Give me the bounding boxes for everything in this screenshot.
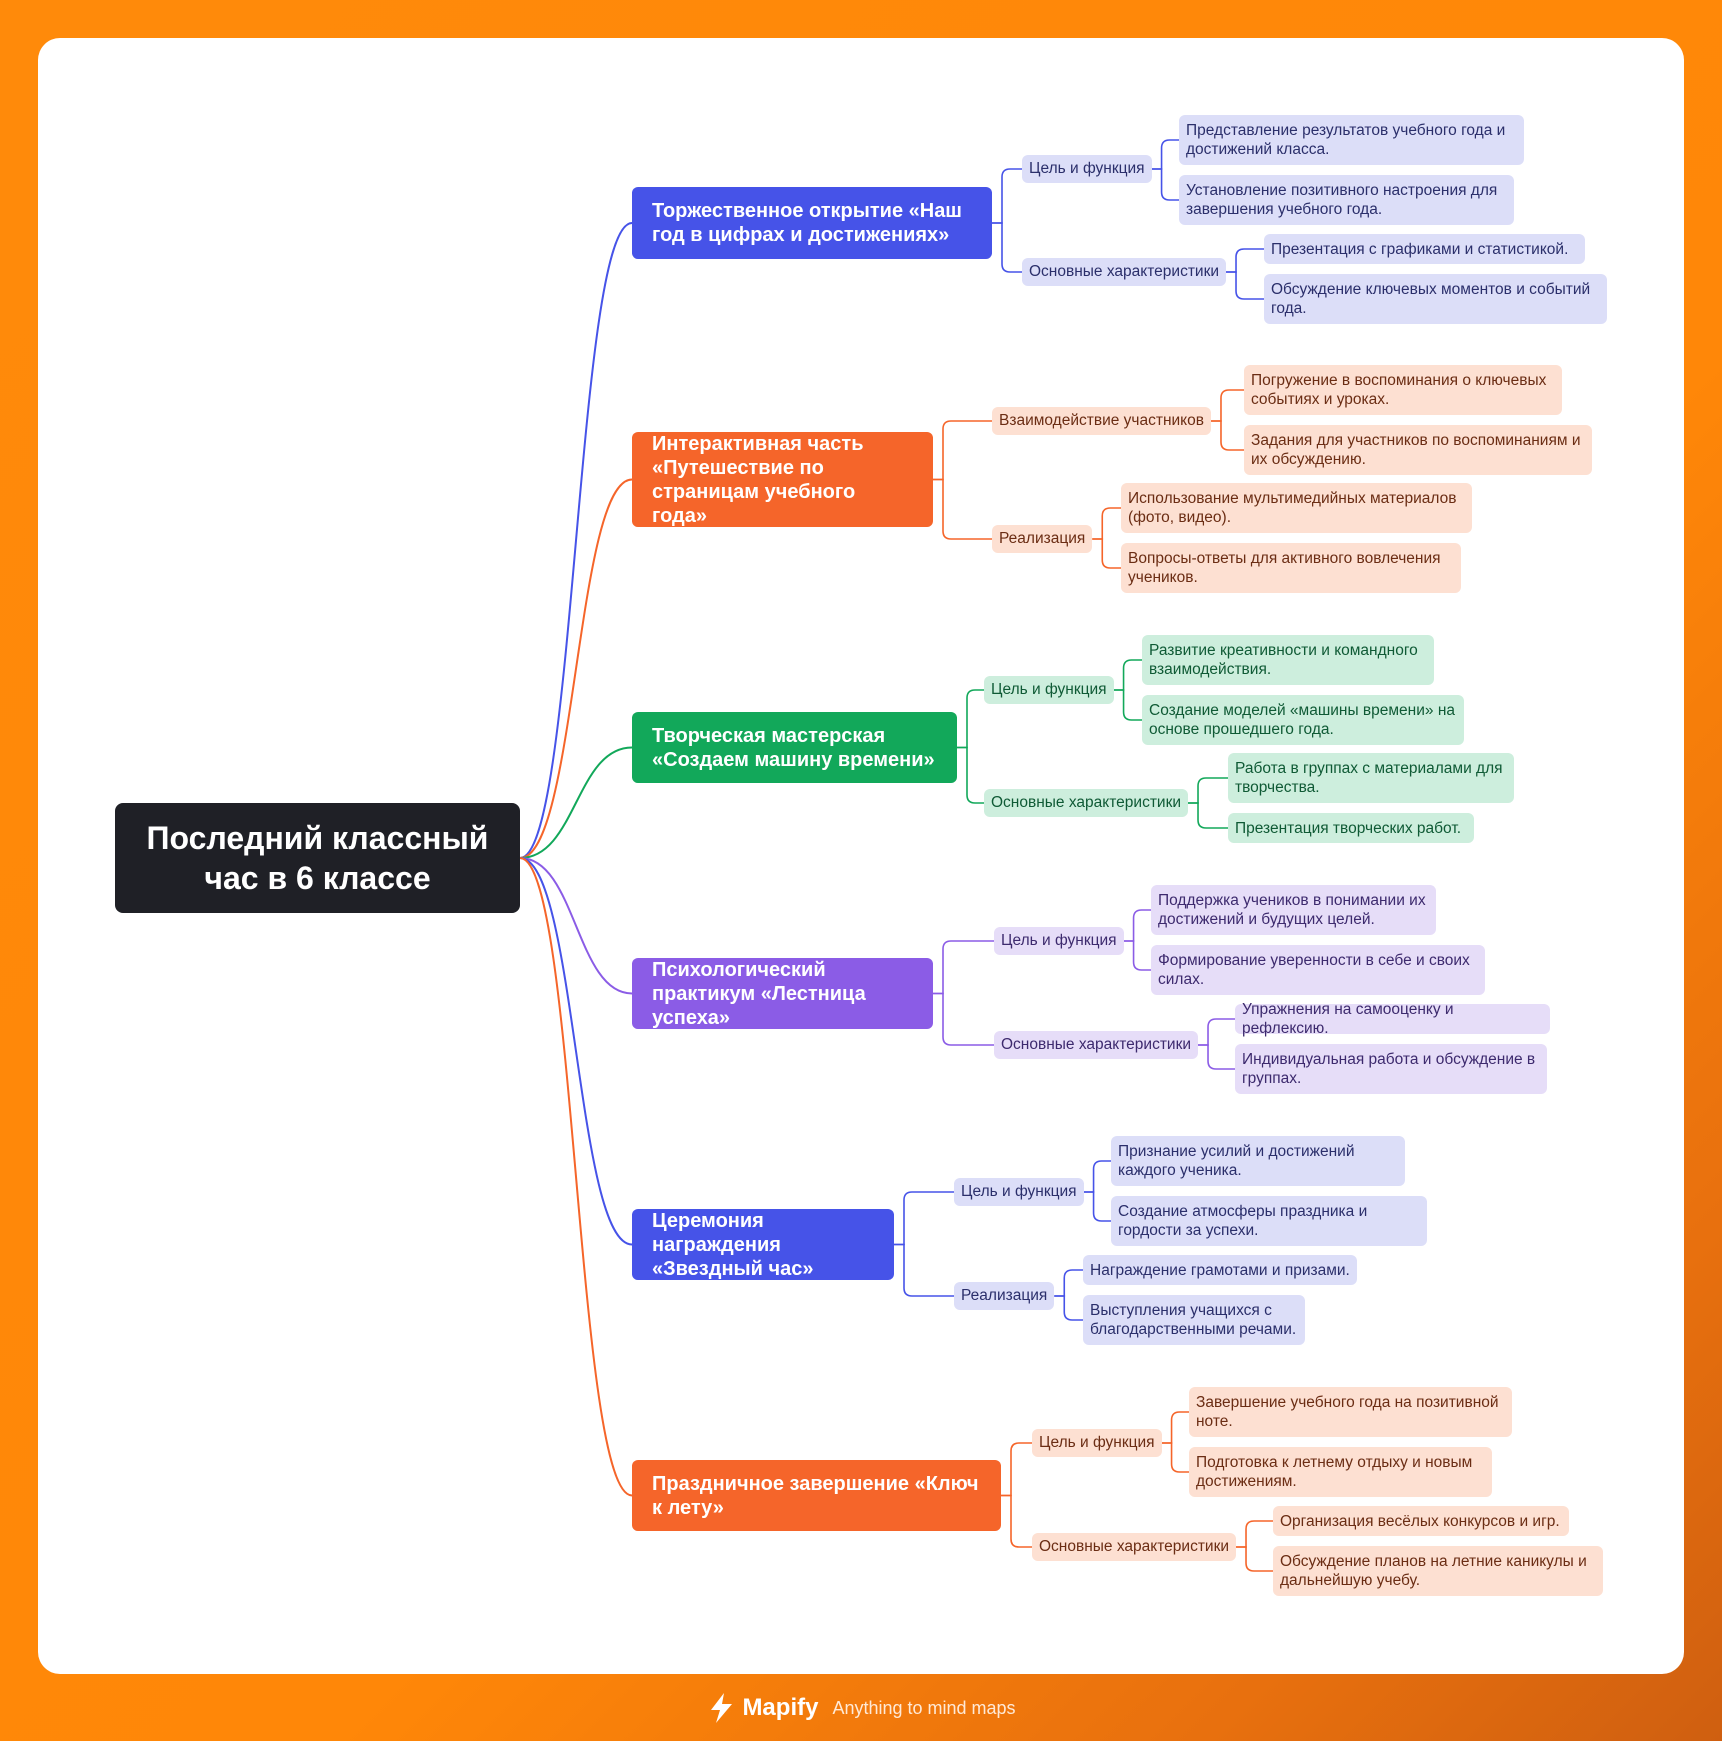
leaf-item[interactable]: Формирование уверенности в себе и своих … — [1151, 945, 1485, 995]
connector-line — [1054, 1269, 1083, 1297]
branch-node-workshop[interactable]: Творческая мастерская «Создаем машину вр… — [632, 712, 957, 783]
connector-line — [1123, 909, 1151, 942]
group-label-implementation[interactable]: Реализация — [992, 525, 1093, 553]
group-label-purpose[interactable]: Цель и функция — [1022, 155, 1152, 183]
connector-line — [519, 746, 633, 859]
connector-line — [1123, 940, 1151, 971]
group-label-characteristics[interactable]: Основные характеристики — [984, 789, 1189, 817]
leaf-item[interactable]: Развитие креативности и командного взаим… — [1142, 635, 1434, 685]
lightning-bolt-icon — [711, 1693, 733, 1723]
group-label-characteristics[interactable]: Основные характеристики — [1032, 1533, 1237, 1561]
leaf-item[interactable]: Обсуждение ключевых моментов и событий г… — [1264, 274, 1607, 324]
brand-name[interactable]: Mapify — [742, 1694, 819, 1721]
root-node[interactable]: Последний классный час в 6 классе — [115, 803, 520, 913]
connector-line — [1188, 802, 1228, 829]
connector-line — [894, 1243, 954, 1297]
leaf-item[interactable]: Награждение грамотами и призами. — [1083, 1255, 1357, 1285]
leaf-item[interactable]: Работа в группах с материалами для творч… — [1228, 753, 1514, 803]
leaf-item[interactable]: Представление результатов учебного года … — [1179, 115, 1524, 165]
connector-line — [1001, 1494, 1032, 1548]
connector-line — [1092, 538, 1121, 569]
connector-line — [1188, 777, 1228, 804]
group-label-implementation[interactable]: Реализация — [954, 1282, 1055, 1310]
branch-node-ceremony[interactable]: Церемония награждения «Звездный час» — [632, 1209, 894, 1280]
connector-line — [1001, 1442, 1032, 1497]
connector-line — [1210, 389, 1244, 422]
connector-line — [1236, 1546, 1273, 1572]
leaf-item[interactable]: Обсуждение планов на летние каникулы и д… — [1273, 1546, 1603, 1596]
connector-line — [1113, 689, 1142, 721]
connector-line — [1083, 1160, 1111, 1193]
connector-line — [1054, 1295, 1083, 1321]
connector-line — [1083, 1191, 1111, 1222]
leaf-item[interactable]: Организация весёлых конкурсов и игр. — [1273, 1506, 1569, 1536]
connector-line — [992, 222, 1022, 273]
group-label-characteristics[interactable]: Основные характеристики — [994, 1031, 1199, 1059]
leaf-item[interactable]: Установление позитивного настроения для … — [1179, 175, 1514, 225]
connector-line — [519, 857, 633, 1246]
branch-node-finale[interactable]: Праздничное завершение «Ключ к лету» — [632, 1460, 1001, 1531]
brand-tagline: Anything to mind maps — [832, 1697, 1016, 1718]
connector-line — [1236, 1520, 1273, 1548]
leaf-item[interactable]: Презентация творческих работ. — [1228, 813, 1474, 843]
connector-line — [519, 222, 633, 859]
leaf-item[interactable]: Создание атмосферы праздника и гордости … — [1111, 1196, 1427, 1246]
group-label-purpose[interactable]: Цель и функция — [954, 1178, 1084, 1206]
leaf-item[interactable]: Вопросы-ответы для активного вовлечения … — [1121, 543, 1461, 593]
group-label-characteristics[interactable]: Основные характеристики — [1022, 258, 1227, 286]
connector-line — [1151, 168, 1179, 201]
leaf-item[interactable]: Признание усилий и достижений каждого уч… — [1111, 1136, 1405, 1186]
leaf-item[interactable]: Погружение в воспоминания о ключевых соб… — [1244, 365, 1562, 415]
group-label-interaction[interactable]: Взаимодействие участников — [992, 407, 1211, 435]
connector-line — [519, 478, 633, 859]
connector-line — [1161, 1411, 1189, 1444]
leaf-item[interactable]: Создание моделей «машины времени» на осн… — [1142, 695, 1464, 745]
connector-line — [957, 689, 984, 749]
leaf-item[interactable]: Использование мультимедийных материалов … — [1121, 483, 1472, 533]
leaf-item[interactable]: Подготовка к летнему отдыху и новым дост… — [1189, 1447, 1492, 1497]
connector-line — [1161, 1442, 1189, 1473]
connector-lines — [519, 139, 1273, 1572]
connector-line — [933, 420, 992, 481]
leaf-item[interactable]: Поддержка учеников в понимании их достиж… — [1151, 885, 1436, 935]
connector-line — [1198, 1018, 1235, 1046]
leaf-item[interactable]: Задания для участников по воспоминаниям … — [1244, 425, 1592, 475]
connector-line — [1092, 507, 1121, 540]
branch-node-interactive[interactable]: Интерактивная часть «Путешествие по стра… — [632, 432, 933, 527]
connector-line — [1113, 659, 1142, 691]
leaf-item[interactable]: Завершение учебного года на позитивной н… — [1189, 1387, 1512, 1437]
leaf-item[interactable]: Упражнения на самооценку и рефлексию. — [1235, 1001, 1550, 1037]
connector-line — [1226, 271, 1264, 300]
leaf-item[interactable]: Индивидуальная работа и обсуждение в гру… — [1235, 1044, 1547, 1094]
group-label-purpose[interactable]: Цель и функция — [994, 927, 1124, 955]
connector-line — [1151, 139, 1179, 170]
connector-line — [1210, 420, 1244, 451]
connector-line — [933, 478, 992, 540]
leaf-item[interactable]: Презентация с графиками и статистикой. — [1264, 234, 1585, 264]
connector-line — [992, 168, 1022, 224]
connector-line — [933, 992, 994, 1046]
connector-line — [519, 857, 633, 995]
group-label-purpose[interactable]: Цель и функция — [1032, 1429, 1162, 1457]
group-label-purpose[interactable]: Цель и функция — [984, 676, 1114, 704]
mind-map-canvas: Последний классный час в 6 классе Торжес… — [38, 38, 1684, 1674]
branch-node-practicum[interactable]: Психологический практикум «Лестница успе… — [632, 958, 933, 1029]
connector-line — [894, 1191, 954, 1246]
connector-line — [957, 746, 984, 804]
connector-line — [933, 940, 994, 995]
leaf-item[interactable]: Выступления учащихся с благодарственными… — [1083, 1295, 1305, 1345]
branch-node-opening[interactable]: Торжественное открытие «Наш год в цифрах… — [632, 187, 992, 259]
connector-line — [1226, 248, 1264, 273]
footer: Mapify Anything to mind maps — [0, 1690, 1722, 1726]
connector-line — [519, 857, 633, 1497]
connector-line — [1198, 1044, 1235, 1070]
